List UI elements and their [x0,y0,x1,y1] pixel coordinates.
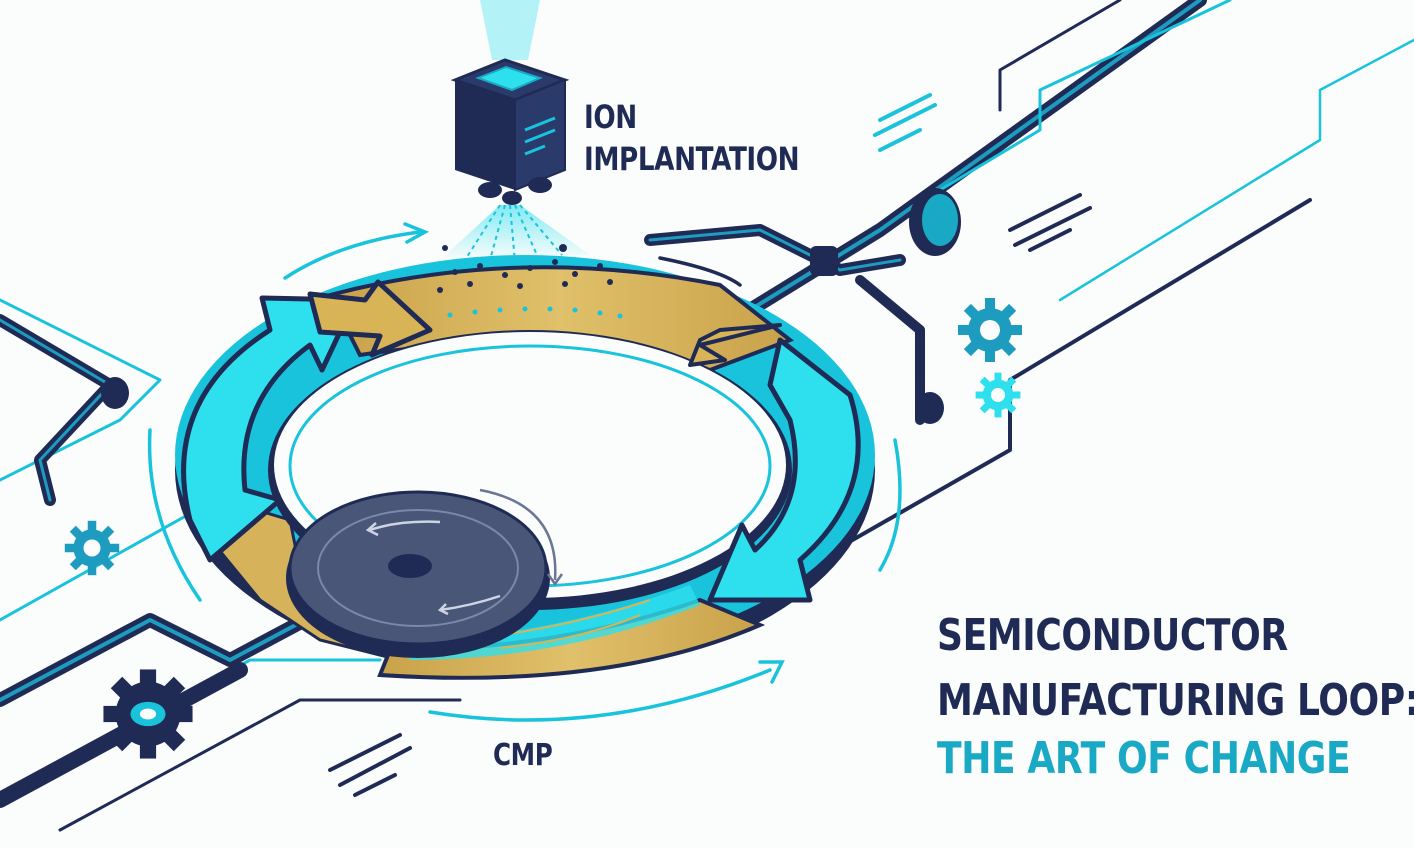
implanted-ions [437,259,613,293]
gear-icon [64,520,120,576]
ion-implantation-label-line1: ION [584,98,637,136]
arrow-icon [707,337,861,603]
title-line2: MANUFACTURING LOOP: [937,675,1414,726]
ion-implantation-label-line2: IMPLANTATION [584,140,800,178]
cmp-label: CMP [493,738,553,773]
title-line3: THE ART OF CHANGE [937,733,1351,784]
gear-icon [958,298,1022,362]
implanted-ions-cyan [447,306,623,319]
gear-icon [975,372,1021,418]
title-line1: SEMICONDUCTOR [937,610,1288,661]
ion-implanter-icon [450,0,570,205]
cycle-arcs [147,222,902,722]
gear-icon [103,669,193,759]
ion-beam [440,204,590,263]
arrow-icon [307,279,433,358]
arrow-icon [688,323,782,367]
pipe-couplers [101,188,961,424]
polishing-pad-icon [286,488,564,658]
data-dashes [328,93,1092,797]
